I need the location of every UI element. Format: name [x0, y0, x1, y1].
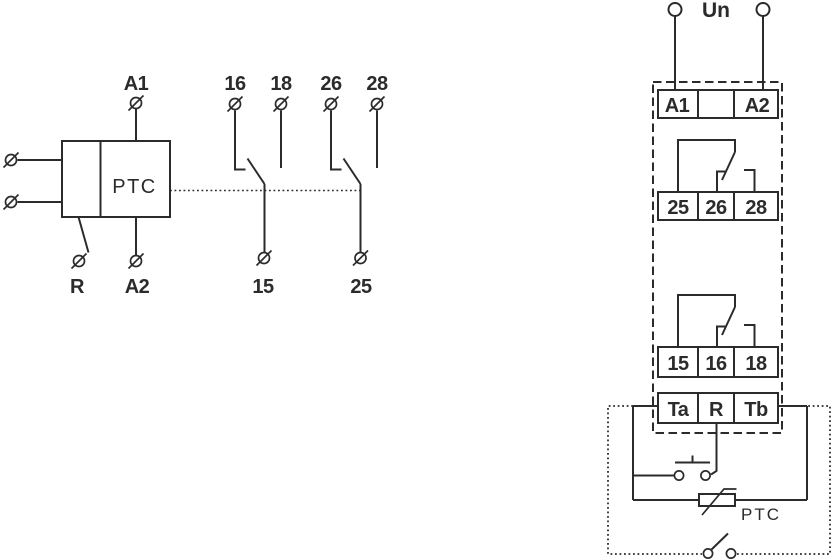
moving-contact-lever [246, 157, 266, 185]
remote-switch [702, 532, 737, 559]
reset-pushbutton [633, 423, 718, 481]
label-25: 25 [350, 276, 372, 298]
fixed-contact-28 [744, 169, 756, 192]
cell-ta: Ta [668, 399, 690, 421]
left-schematic-labels: A1 16 18 26 28 R A2 15 25 [70, 73, 388, 298]
cell-16: 16 [705, 353, 727, 375]
supply-terminal-left [667, 2, 683, 17]
fixed-contact-26 [330, 110, 342, 171]
label-28: 28 [366, 73, 388, 95]
label-un: Un [702, 0, 730, 22]
wire-r-reset [77, 216, 90, 253]
fixed-contact-16 [234, 110, 246, 171]
cell-28: 28 [745, 197, 767, 219]
pushbutton-contact-left [673, 470, 685, 481]
external-circuit: PTC [632, 405, 808, 559]
cell-26: 26 [705, 197, 727, 219]
moving-contact-lever [721, 151, 736, 181]
left-schematic: PTC [2, 73, 388, 298]
cell-a1: A1 [665, 95, 690, 117]
cell-tb: Tb [744, 399, 768, 421]
ptc-resistor-strike [701, 488, 737, 516]
right-wiring-diagram: Un A1 A2 25 26 28 [607, 0, 831, 559]
ptc-sensor-branch: PTC [633, 488, 807, 524]
ptc-block-label: PTC [112, 176, 157, 198]
moving-contact-lever [721, 306, 736, 336]
ptc-sensor-label: PTC [741, 505, 781, 524]
supply: Un [667, 0, 771, 90]
label-16: 16 [224, 73, 246, 95]
relay-outline-dashed [652, 81, 783, 434]
ptc-resistor-body [698, 493, 736, 507]
label-r: R [70, 276, 85, 298]
contact-symbol-25-26-28 [677, 139, 756, 192]
cell-r: R [709, 399, 724, 421]
pushbutton-contact-right [700, 470, 711, 481]
switch-contact-right [725, 548, 737, 559]
cell-18: 18 [745, 353, 767, 375]
external-circuit-boundary-dotted [607, 405, 831, 555]
changeover-contact-15-16-18 [234, 110, 282, 252]
label-a2: A2 [125, 276, 150, 298]
moving-contact-lever [342, 157, 362, 185]
fixed-contact-26 [716, 170, 726, 192]
switch-contact-left [702, 548, 714, 559]
changeover-contact-25-26-28 [330, 110, 378, 252]
label-a1: A1 [124, 73, 149, 95]
pushbutton-wire-r [710, 423, 718, 476]
coil-wires [17, 109, 137, 255]
terminal-row-power: A1 A2 [657, 89, 779, 119]
contact-symbol-15-16-18 [677, 294, 756, 347]
fixed-contact-18 [744, 324, 756, 347]
terminal-row-contact1: 15 16 18 [657, 346, 779, 378]
fixed-contact-16 [716, 325, 726, 347]
cell-a2: A2 [745, 95, 770, 117]
supply-terminal-right [755, 2, 771, 17]
cell-15: 15 [667, 353, 689, 375]
label-26: 26 [320, 73, 342, 95]
label-15: 15 [252, 276, 274, 298]
common-riser-15 [677, 294, 736, 347]
cell-25: 25 [667, 197, 689, 219]
terminal-row-sensor: Ta R Tb [657, 392, 779, 424]
terminal-row-contact2: 25 26 28 [657, 191, 779, 221]
ptc-relay-block: PTC [61, 140, 171, 218]
common-riser-25 [677, 139, 736, 192]
switch-lever [710, 532, 729, 551]
label-18: 18 [270, 73, 292, 95]
